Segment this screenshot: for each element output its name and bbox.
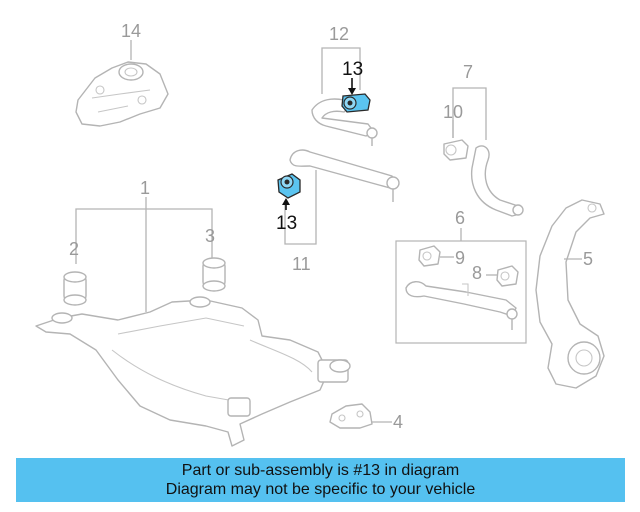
callout-10: 10 [443,102,463,122]
lower-arm-kit-6 [405,281,518,330]
bushing-13-upper [341,93,371,113]
callout-13-upper: 13 [342,59,363,80]
parts-diagram: 14 12 13 11 13 7 10 [35,21,605,447]
info-banner: Part or sub-assembly is #13 in diagram D… [16,458,625,502]
bushing-2 [63,271,87,306]
callout-12: 12 [329,24,349,44]
thrust-arm-11 [289,149,400,202]
bushing-13-lower [277,173,301,199]
steering-knuckle-5 [535,199,605,389]
callout-11: 11 [292,254,311,274]
strut-mount-part [75,61,169,127]
bushing-10 [443,139,469,161]
callout-2: 2 [69,239,79,259]
bushing-8 [496,265,519,287]
callout-13-lower: 13 [276,213,297,234]
callout-7: 7 [463,62,473,82]
upper-control-arm-12 [311,98,378,146]
callout-9: 9 [455,248,465,268]
callout-8: 8 [472,263,482,283]
banner-line-2: Diagram may not be specific to your vehi… [165,481,476,498]
bracket-4 [329,403,373,429]
callout-3: 3 [205,226,215,246]
bushing-9 [418,245,441,267]
callout-5: 5 [583,249,593,269]
callout-14: 14 [121,21,141,41]
callout-4: 4 [393,412,403,432]
guide-link-7 [470,145,524,217]
callout-1: 1 [140,178,150,198]
subframe-1 [35,296,351,447]
bushing-3 [202,257,226,292]
banner-line-1: Part or sub-assembly is #13 in diagram [181,462,460,479]
callout-6: 6 [455,208,465,228]
